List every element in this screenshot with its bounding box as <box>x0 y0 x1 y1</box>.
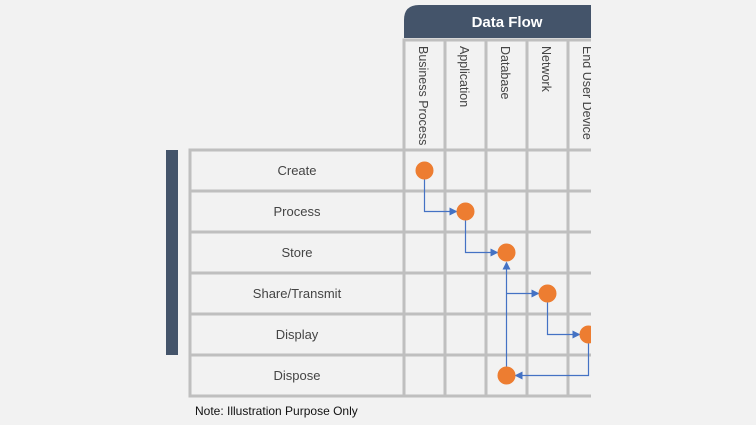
row-label: Process <box>274 204 321 219</box>
row-label: Create <box>277 163 316 178</box>
column-label: Application <box>457 46 471 107</box>
column-label: Network <box>539 46 553 93</box>
column-label: Business Process <box>416 46 430 145</box>
row-label: Dispose <box>274 368 321 383</box>
row-label: Store <box>281 245 312 260</box>
flow-arrow <box>423 179 458 216</box>
column-label: End User Device <box>580 46 594 140</box>
header-band <box>404 5 591 38</box>
flow-point <box>497 366 516 385</box>
flow-point <box>497 243 516 262</box>
flow-point <box>538 284 557 303</box>
row-label: Display <box>276 327 319 342</box>
flow-point <box>415 161 434 180</box>
row-category-bar <box>166 150 178 355</box>
column-label: Database <box>498 46 512 100</box>
flow-point <box>456 202 475 221</box>
flow-arrow <box>546 302 581 339</box>
note: Note: Illustration Purpose Only <box>195 404 358 418</box>
flow-point <box>579 325 591 344</box>
flow-arrow <box>514 343 590 380</box>
flow-arrow <box>464 220 499 257</box>
header-title: Data Flow <box>472 14 543 31</box>
row-label: Share/Transmit <box>253 286 342 301</box>
